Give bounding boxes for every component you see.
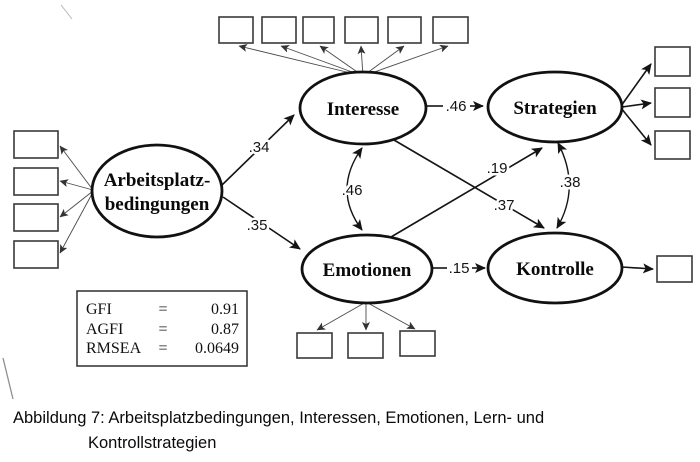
- figure-caption: Abbildung 7: Arbeitsplatzbedingungen, In…: [13, 409, 544, 452]
- coef-apb-interesse: .34: [249, 139, 270, 156]
- latent-kontrolle: [486, 231, 624, 305]
- indicator-box: [13, 167, 59, 196]
- indicator-box: [432, 16, 469, 44]
- latent-arbeitsplatzbedingungen: [90, 143, 224, 239]
- indicator-box: [656, 255, 693, 283]
- fit-equals: =: [158, 321, 167, 338]
- coef-strategien-kontrolle: .38: [560, 174, 581, 191]
- coef-interesse-emotionen: .46: [342, 182, 363, 199]
- indicators-emotionen: [296, 301, 436, 359]
- indicator-box: [218, 16, 254, 44]
- fit-label: RMSEA: [86, 340, 142, 357]
- fit-value: 0.91: [211, 301, 239, 318]
- loading-arrow: [59, 190, 94, 218]
- path-apb-emotionen: [222, 196, 301, 250]
- loading-arrow: [316, 301, 367, 331]
- indicator-box: [654, 130, 691, 160]
- covariance-interesse-emotionen: [346, 147, 363, 231]
- loading-arrow: [620, 63, 652, 107]
- caption-line1: Abbildung 7: Arbeitsplatzbedingungen, In…: [13, 409, 544, 427]
- indicator-box: [302, 16, 335, 44]
- label-interesse: Interesse: [327, 99, 399, 120]
- indicators-interesse: [218, 16, 469, 77]
- coef-emotionen-kontrolle: .15: [449, 260, 470, 277]
- label-emotionen: Emotionen: [323, 260, 412, 281]
- scan-artifact-bottom-left: [2, 357, 14, 400]
- loading-arrow: [59, 191, 94, 254]
- indicator-box: [13, 130, 59, 159]
- label-arbeitsplatzbedingungen-line2: bedingungen: [105, 194, 210, 215]
- loading-arrow: [621, 263, 654, 274]
- indicators-strategien: [620, 46, 691, 160]
- path-coefficients: .34 .35 .46 .46 .19 .37 .38 .15: [244, 96, 583, 280]
- indicator-kontrolle: [621, 255, 693, 283]
- path-interesse-kontrolle: [393, 139, 545, 229]
- caption-line2: Kontrollstrategien: [88, 434, 216, 452]
- indicator-box: [261, 16, 297, 44]
- path-emotionen-strategien: [390, 147, 543, 238]
- loading-arrow: [365, 301, 416, 330]
- indicators-arbeitsplatzbedingungen: [13, 130, 94, 269]
- indicator-box: [654, 46, 691, 77]
- fit-row-agfi: AGFI = 0.87: [86, 321, 239, 338]
- fit-box-border: [76, 290, 248, 367]
- fit-value: 0.87: [211, 321, 239, 338]
- fit-label: GFI: [86, 301, 112, 318]
- latent-variables: Arbeitsplatz- bedingungen Interesse Stra…: [90, 70, 624, 305]
- indicator-box: [13, 203, 59, 232]
- indicator-box: [13, 240, 59, 269]
- coef-interesse-strategien: .46: [446, 98, 467, 115]
- coef-interesse-kontrolle: .37: [494, 197, 515, 214]
- fit-statistics-box: GFI = 0.91 AGFI = 0.87 RMSEA = 0.0649: [76, 290, 248, 367]
- fit-row-gfi: GFI = 0.91: [86, 301, 239, 318]
- fit-equals: =: [158, 340, 167, 357]
- indicator-box: [347, 332, 384, 359]
- fit-row-rmsea: RMSEA = 0.0649: [86, 340, 239, 357]
- indicator-box: [296, 332, 333, 359]
- loading-arrow: [59, 179, 94, 191]
- structural-paths: [221, 101, 570, 273]
- fit-label: AGFI: [86, 321, 123, 338]
- label-kontrolle: Kontrolle: [516, 259, 594, 280]
- loading-arrow: [620, 107, 652, 146]
- latent-emotionen: [300, 233, 434, 305]
- label-arbeitsplatzbedingungen-line1: Arbeitsplatz-: [104, 170, 211, 191]
- latent-interesse: [298, 70, 428, 146]
- indicator-box: [399, 330, 436, 357]
- fit-equals: =: [158, 301, 167, 318]
- loading-arrow: [59, 145, 94, 191]
- path-apb-interesse: [221, 114, 295, 186]
- loading-arrow: [362, 44, 449, 77]
- coef-apb-emotionen: .35: [247, 217, 268, 234]
- indicator-box: [387, 16, 422, 44]
- label-strategien: Strategien: [513, 98, 597, 119]
- loading-arrow: [280, 44, 364, 77]
- coef-emotionen-strategien: .19: [487, 160, 508, 177]
- indicator-box: [654, 87, 691, 118]
- latent-strategien: [486, 70, 624, 144]
- covariance-strategien-kontrolle: [556, 142, 570, 229]
- fit-value: 0.0649: [195, 340, 239, 357]
- indicator-box: [344, 16, 379, 44]
- loading-arrow: [621, 99, 652, 110]
- scan-artifact-top-left: [60, 4, 73, 20]
- loading-arrow: [238, 43, 364, 77]
